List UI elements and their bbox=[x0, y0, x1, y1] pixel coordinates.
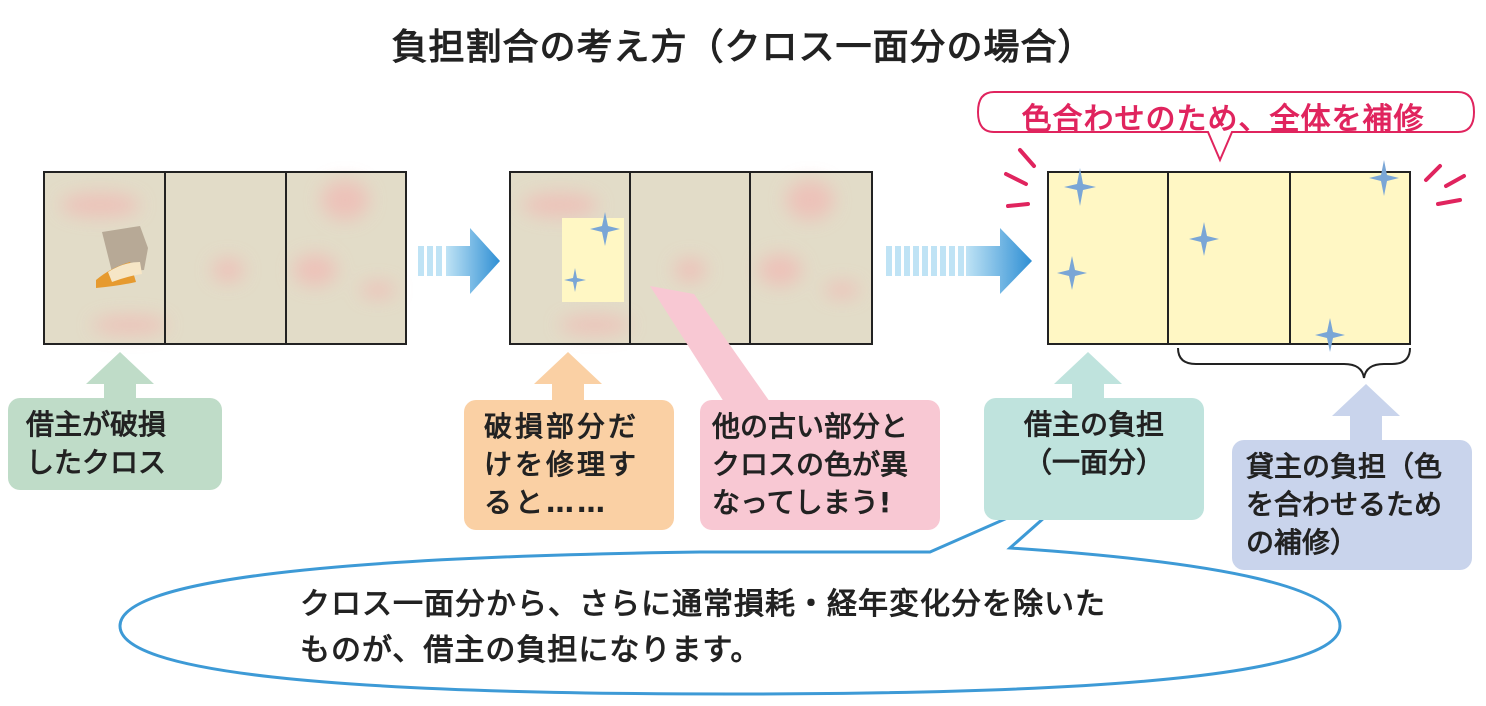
damage-tear-icon bbox=[96, 226, 148, 288]
brace-landlord bbox=[1177, 347, 1411, 379]
label-line: けを修理す bbox=[484, 448, 640, 481]
page-title: 負担割合の考え方（クロス一面分の場合） bbox=[391, 27, 1095, 68]
stain-marks bbox=[60, 180, 396, 334]
top-callout-text: 色合わせのため、全体を補修 bbox=[1021, 102, 1425, 137]
sparkle-icon bbox=[590, 212, 620, 246]
arrow-up-icon bbox=[1332, 384, 1400, 440]
emphasis-lines bbox=[1004, 148, 1466, 208]
label-color-difference: 他の古い部分と クロスの色が異 なってしまう! bbox=[700, 400, 940, 530]
label-line: 借主が破損 bbox=[26, 408, 167, 441]
sparkle-icon bbox=[564, 268, 586, 292]
arrow-up-icon bbox=[1054, 352, 1122, 400]
bottom-note: クロス一面分から、さらに通常損耗・経年変化分を除いた ものが、借主の負担になりま… bbox=[300, 582, 1200, 674]
stain-marks bbox=[522, 180, 860, 334]
label-line: （一面分） bbox=[1023, 446, 1164, 479]
callout-pointer bbox=[650, 286, 770, 402]
label-line: の補修） bbox=[1246, 526, 1359, 559]
label-line: 破損部分だ bbox=[484, 410, 640, 443]
repaired-patch bbox=[562, 218, 624, 302]
label-line: なってしまう! bbox=[712, 486, 892, 519]
label-line: を合わせるため bbox=[1246, 488, 1443, 521]
label-line: 借主の負担 bbox=[1023, 408, 1164, 441]
label-line: 他の古い部分と bbox=[712, 410, 909, 443]
panel-damaged bbox=[43, 171, 407, 345]
sparkle-icon bbox=[1315, 318, 1345, 352]
arrow-right-icon bbox=[418, 228, 500, 294]
arrow-up-icon bbox=[534, 352, 602, 400]
sparkle-icon bbox=[1189, 222, 1219, 256]
label-line: ると…… bbox=[484, 486, 609, 519]
label-line: したクロス bbox=[26, 446, 167, 479]
label-tenant-burden: 借主の負担 （一面分） bbox=[984, 398, 1204, 520]
bottom-note-line: クロス一面分から、さらに通常損耗・経年変化分を除いた bbox=[300, 587, 1106, 622]
panel-full-repair bbox=[1047, 160, 1411, 352]
label-partial-repair: 破損部分だ けを修理す ると…… bbox=[464, 400, 674, 530]
label-line: 貸主の負担（色 bbox=[1246, 450, 1443, 483]
bottom-note-line: ものが、借主の負担になります。 bbox=[300, 633, 762, 668]
speech-oval bbox=[118, 484, 1342, 696]
sparkle-icon bbox=[1369, 160, 1399, 196]
arrow-right-icon bbox=[886, 228, 1032, 294]
sparkle-icon bbox=[1064, 168, 1096, 206]
label-damaged-cloth: 借主が破損 したクロス bbox=[8, 398, 222, 490]
sparkle-icon bbox=[1057, 256, 1087, 290]
arrow-up-icon bbox=[86, 352, 154, 400]
top-callout-bubble bbox=[976, 91, 1476, 163]
label-line: クロスの色が異 bbox=[712, 448, 909, 481]
label-landlord-burden: 貸主の負担（色 を合わせるため の補修） bbox=[1232, 440, 1472, 570]
